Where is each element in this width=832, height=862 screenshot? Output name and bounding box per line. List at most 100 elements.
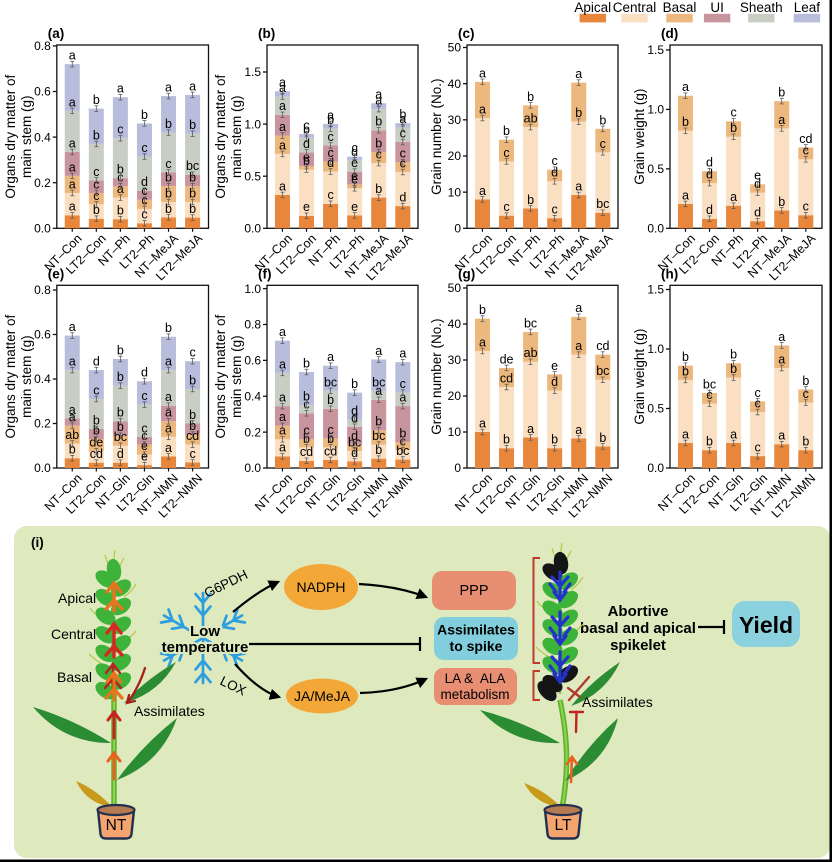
svg-text:e: e	[303, 200, 310, 214]
svg-text:b: b	[802, 435, 809, 449]
svg-text:b: b	[117, 370, 124, 384]
svg-text:b: b	[303, 356, 310, 370]
svg-text:LT: LT	[555, 817, 572, 834]
svg-text:0.5: 0.5	[647, 162, 664, 176]
svg-text:a: a	[399, 391, 406, 405]
svg-text:(b): (b)	[258, 26, 275, 41]
svg-text:b: b	[802, 374, 809, 388]
svg-text:a: a	[165, 390, 172, 404]
svg-text:bc: bc	[372, 429, 385, 443]
svg-text:a: a	[327, 108, 334, 122]
svg-text:main stem (g): main stem (g)	[229, 95, 244, 178]
svg-text:d: d	[351, 404, 358, 418]
svg-text:a: a	[69, 355, 76, 369]
svg-text:0.0: 0.0	[647, 461, 664, 475]
svg-text:a: a	[527, 422, 534, 436]
svg-text:0.8: 0.8	[34, 39, 51, 53]
svg-text:Apical: Apical	[58, 590, 96, 606]
svg-text:a: a	[279, 391, 286, 405]
svg-text:a: a	[69, 200, 76, 214]
svg-text:ab: ab	[524, 346, 538, 360]
svg-text:(c): (c)	[458, 26, 475, 41]
svg-text:a: a	[165, 421, 172, 435]
svg-text:LA & ALA: LA & ALA	[445, 671, 506, 686]
svg-text:b: b	[375, 443, 382, 457]
svg-text:a: a	[279, 138, 286, 152]
svg-text:spikelet: spikelet	[610, 637, 666, 654]
svg-text:0.0: 0.0	[34, 461, 51, 475]
svg-text:a: a	[69, 320, 76, 334]
svg-text:b: b	[165, 186, 172, 200]
svg-text:b: b	[479, 303, 486, 317]
svg-text:a: a	[279, 179, 286, 193]
svg-text:Basal: Basal	[663, 0, 697, 15]
svg-text:e: e	[351, 169, 358, 183]
svg-text:Apical: Apical	[574, 0, 611, 15]
svg-text:Grain weight (g): Grain weight (g)	[632, 329, 647, 425]
svg-text:cd: cd	[500, 371, 513, 385]
svg-text:d: d	[141, 175, 148, 189]
svg-text:c: c	[303, 424, 309, 438]
svg-text:a: a	[730, 427, 737, 441]
svg-text:main stem (g): main stem (g)	[19, 95, 34, 178]
svg-text:40: 40	[448, 77, 462, 91]
svg-text:b: b	[303, 122, 310, 136]
svg-text:PPP: PPP	[459, 583, 488, 599]
svg-text:40: 40	[448, 317, 462, 331]
svg-text:c: c	[189, 346, 195, 360]
svg-text:b: b	[375, 182, 382, 196]
svg-text:a: a	[189, 79, 196, 93]
svg-text:b: b	[527, 193, 534, 207]
svg-text:b: b	[327, 113, 334, 127]
svg-text:Assimilates: Assimilates	[582, 694, 653, 710]
svg-text:d: d	[551, 375, 558, 389]
svg-text:c: c	[552, 154, 558, 168]
svg-text:ab: ab	[524, 111, 538, 125]
svg-text:main stem (g): main stem (g)	[19, 335, 34, 418]
svg-text:Leaf: Leaf	[794, 0, 821, 15]
svg-text:b: b	[682, 115, 689, 129]
svg-text:c: c	[189, 447, 195, 461]
svg-text:a: a	[479, 102, 486, 116]
svg-text:Organs dry matter of: Organs dry matter of	[3, 75, 18, 199]
svg-text:a: a	[575, 423, 582, 437]
svg-text:(a): (a)	[48, 26, 65, 41]
svg-text:c: c	[141, 141, 147, 155]
svg-text:c: c	[352, 141, 358, 155]
svg-text:a: a	[279, 325, 286, 339]
svg-text:c: c	[303, 119, 309, 133]
svg-text:b: b	[69, 443, 76, 457]
svg-text:b: b	[730, 348, 737, 362]
svg-text:a: a	[69, 136, 76, 150]
svg-text:(d): (d)	[661, 26, 678, 41]
svg-text:c: c	[803, 200, 809, 214]
svg-text:a: a	[778, 429, 785, 443]
svg-text:c: c	[600, 137, 606, 151]
svg-text:b: b	[682, 364, 689, 378]
svg-text:20: 20	[448, 389, 462, 403]
svg-text:a: a	[279, 81, 286, 95]
svg-text:b: b	[141, 108, 148, 122]
svg-text:0.0: 0.0	[34, 222, 51, 236]
svg-text:a: a	[69, 160, 76, 174]
svg-text:Organs dry matter of: Organs dry matter of	[3, 314, 18, 438]
svg-text:e: e	[551, 359, 558, 373]
svg-text:c: c	[400, 377, 406, 391]
svg-text:1.0: 1.0	[647, 342, 664, 356]
svg-text:c: c	[755, 386, 761, 400]
svg-text:d: d	[399, 191, 406, 205]
svg-text:cd: cd	[300, 445, 313, 459]
svg-text:b: b	[189, 186, 196, 200]
svg-text:a: a	[165, 80, 172, 94]
svg-text:(e): (e)	[48, 266, 65, 281]
svg-text:de: de	[89, 436, 103, 450]
svg-text:a: a	[682, 427, 689, 441]
svg-text:a: a	[778, 113, 785, 127]
svg-text:0.6: 0.6	[34, 328, 51, 342]
svg-text:a: a	[575, 339, 582, 353]
svg-text:cd: cd	[799, 132, 812, 146]
svg-text:0.4: 0.4	[34, 372, 51, 386]
svg-text:d: d	[141, 366, 148, 380]
svg-text:b: b	[599, 113, 606, 127]
svg-text:a: a	[69, 95, 76, 109]
